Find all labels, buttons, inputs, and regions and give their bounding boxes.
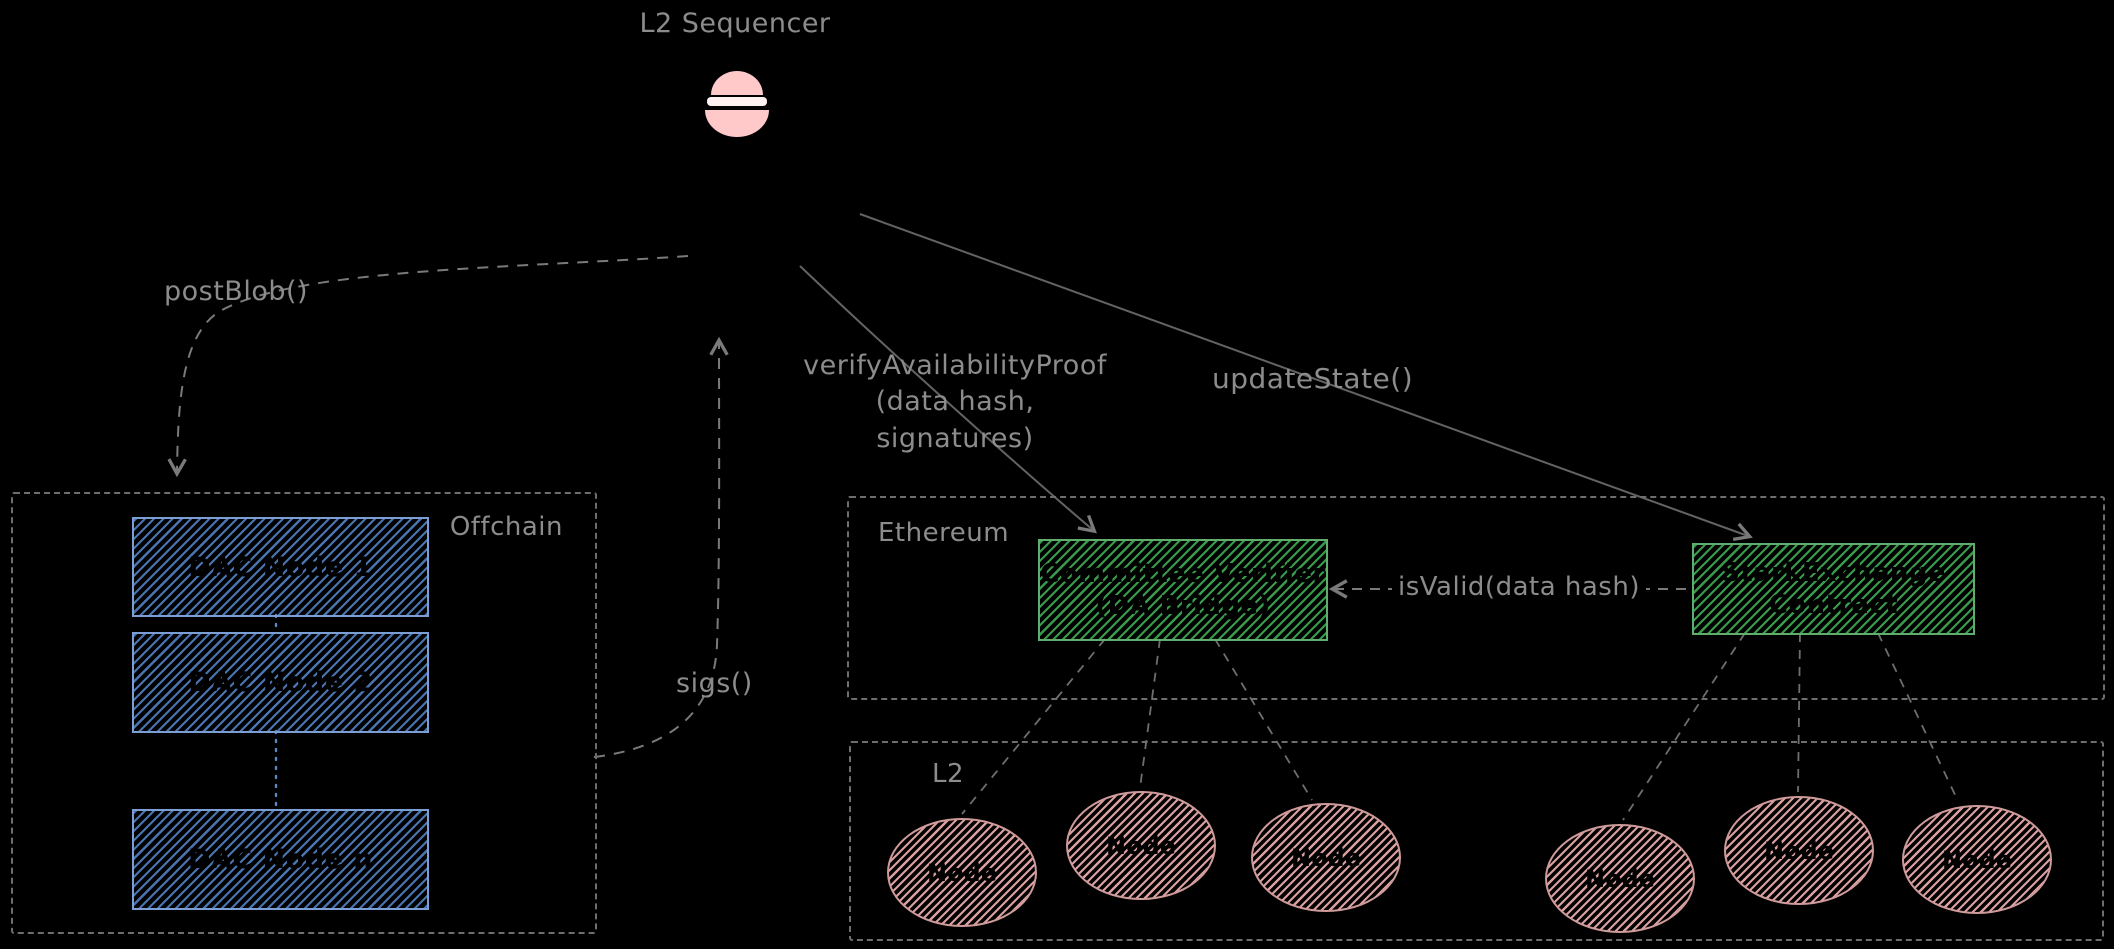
l2-node-4-label: Node	[1584, 864, 1656, 893]
postblob-arrow	[167, 255, 689, 478]
l2-node-3-label: Node	[1290, 843, 1362, 872]
dac-node-1-label: DAC Node 1	[188, 551, 373, 583]
l2-node-1: Node	[887, 818, 1037, 927]
verify-availability-arrow	[799, 265, 1097, 534]
l2-node-2-label: Node	[1105, 831, 1177, 860]
isvalid-label: isValid(data hash)	[1392, 572, 1646, 602]
verifier-node3-link	[1214, 638, 1313, 801]
starkexchange-line1: StarkExchange	[1721, 557, 1946, 588]
verifier-node1-link	[961, 638, 1106, 815]
starkexchange-line2: Contract	[1768, 590, 1899, 620]
l2-group-label: L2	[932, 759, 965, 789]
ethereum-group-label: Ethereum	[878, 518, 1010, 548]
contract-node6-link	[1877, 632, 1959, 802]
l2-node-6-label: Node	[1941, 845, 2013, 874]
sigs-arrow	[593, 336, 729, 758]
offchain-group-box: Offchain	[11, 492, 597, 934]
sigs-label: sigs()	[676, 668, 753, 699]
starkexchange-contract-box: StarkExchange Contract	[1692, 543, 1975, 635]
sequencer-title: L2 Sequencer	[639, 8, 831, 39]
verify-availability-label: verifyAvailabilityProof (data hash, sign…	[790, 348, 1120, 457]
verify-label-line3: signatures)	[876, 422, 1034, 454]
update-state-arrow	[859, 213, 1753, 542]
l2-node-3: Node	[1251, 803, 1401, 912]
verify-label-line1: verifyAvailabilityProof	[803, 350, 1107, 381]
l2-node-6: Node	[1902, 805, 2052, 914]
update-state-label: updateState()	[1212, 362, 1414, 395]
dac-node-1-box: DAC Node 1	[132, 517, 429, 617]
verify-label-line2: (data hash,	[875, 386, 1035, 418]
dac-node-2-box: DAC Node 2	[132, 632, 429, 733]
ethereum-group-box: Ethereum	[847, 496, 2105, 700]
l2-node-1-label: Node	[926, 858, 998, 887]
l2-node-5: Node	[1724, 796, 1874, 905]
l2-group-box: L2	[849, 741, 2104, 941]
dac-node-2-label: DAC Node 2	[188, 667, 373, 698]
committee-verifier-line1: Committee Verifier	[1040, 558, 1326, 589]
verifier-node2-link	[1139, 638, 1161, 789]
postblob-label: postBlob()	[164, 276, 309, 307]
offchain-group-label: Offchain	[449, 512, 563, 542]
committee-verifier-line2: (DA Bridge)	[1095, 591, 1271, 621]
dac-node-n-box: DAC Node n	[132, 809, 429, 910]
sequencer-person-icon	[705, 71, 769, 137]
l2-node-2: Node	[1066, 791, 1216, 900]
committee-verifier-box: Committee Verifier (DA Bridge)	[1038, 539, 1328, 641]
contract-node4-link	[1622, 632, 1746, 821]
dac-node-n-label: DAC Node n	[188, 844, 373, 875]
l2-node-4: Node	[1545, 824, 1695, 933]
l2-node-5-label: Node	[1763, 836, 1835, 865]
